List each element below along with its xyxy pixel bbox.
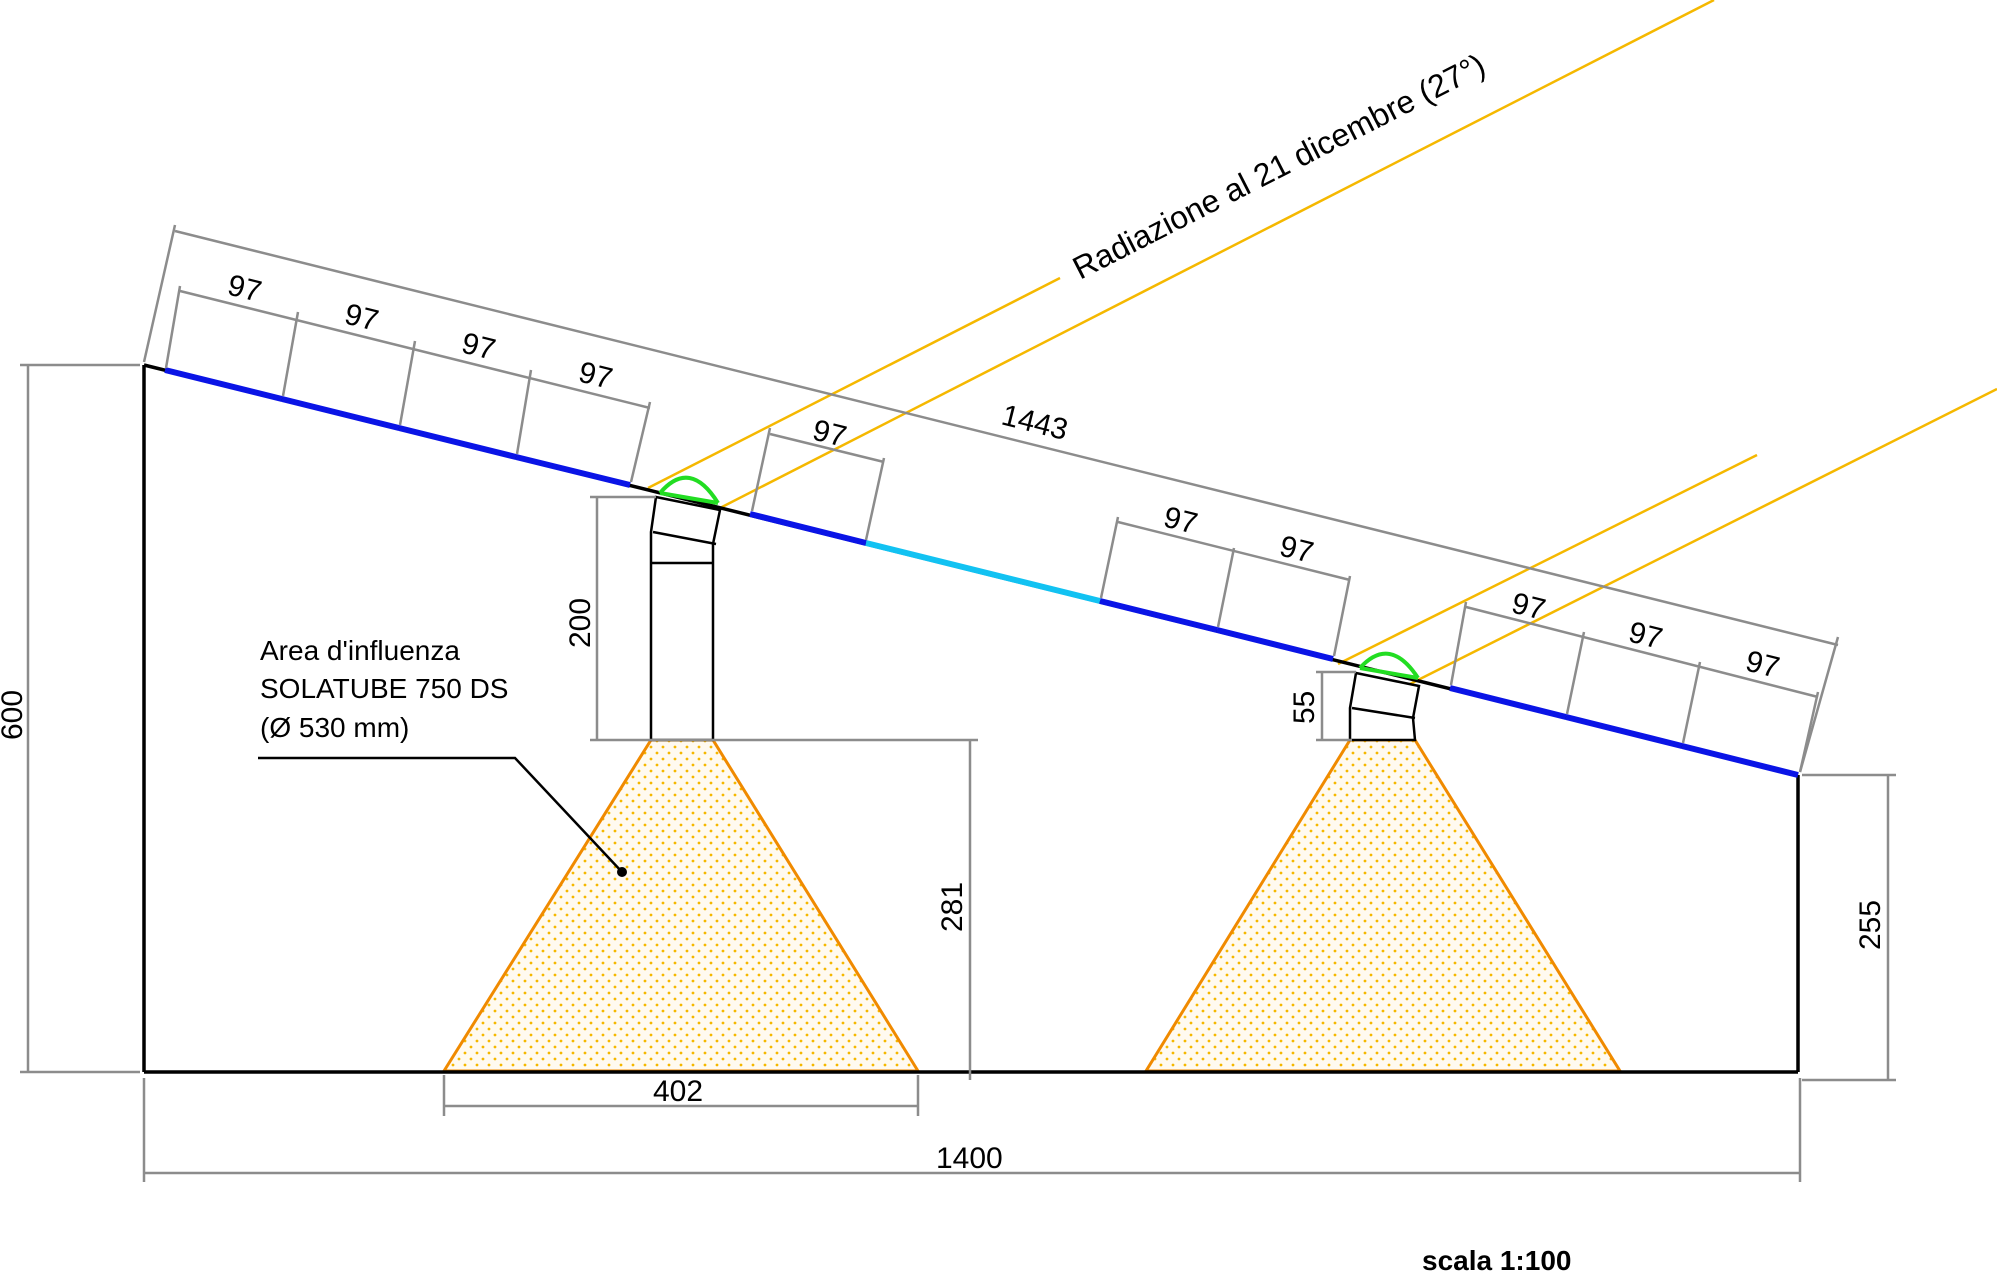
panel-width-label: 97 — [809, 414, 849, 454]
annotation-line-2: SOLATUBE 750 DS — [260, 673, 508, 704]
cone-base-label: 402 — [653, 1075, 703, 1108]
extension-line — [1449, 601, 1468, 686]
solatube-1 — [649, 475, 722, 742]
solar-panel — [281, 396, 400, 431]
panel-width-label: 97 — [1160, 501, 1200, 541]
extension-line — [1565, 631, 1586, 715]
solar-panel — [1449, 685, 1567, 720]
extension-line — [1332, 575, 1352, 657]
solar-panel — [1565, 714, 1683, 749]
annotation-line-1: Area d'influenza — [260, 635, 460, 666]
sun-ray-2 — [719, 0, 1715, 510]
light-cone-2 — [1143, 738, 1623, 1073]
left-height-label: 600 — [0, 690, 29, 740]
extension-line — [1216, 547, 1236, 628]
light-cone-1 — [441, 738, 921, 1073]
panel-width-label: 97 — [458, 327, 498, 367]
extension-line — [398, 340, 417, 426]
panel-width-label: 97 — [224, 269, 264, 309]
sun-ray-1 — [647, 276, 1061, 490]
extension-line — [750, 427, 772, 512]
annotation-leader — [258, 756, 623, 873]
solatube-2 — [1348, 651, 1421, 742]
extension-line — [1099, 516, 1120, 599]
extension-line — [1681, 661, 1702, 744]
solar-panel — [164, 367, 283, 402]
building-width-label: 1400 — [936, 1142, 1003, 1175]
extension-line — [515, 369, 533, 455]
panel-width-label: 97 — [1742, 645, 1782, 685]
annotation-line-3: (Ø 530 mm) — [260, 712, 409, 743]
dome-icon — [658, 475, 720, 505]
dome-icon — [1358, 651, 1420, 680]
solar-panel — [515, 454, 631, 488]
tube2-height-label: 55 — [1288, 691, 1321, 724]
solar-panel — [1099, 598, 1218, 633]
panel-dimension-line — [1465, 605, 1819, 699]
sun-ray-4 — [1409, 387, 1997, 686]
panel-width-label: 97 — [341, 298, 381, 338]
panel-width-label: 97 — [1276, 530, 1316, 570]
panel-dimension-line — [769, 432, 885, 464]
solar-panel — [398, 425, 517, 460]
dimension-lines — [20, 224, 1896, 1182]
solar-panel — [1681, 743, 1799, 778]
extension-line — [281, 311, 300, 397]
extension-line — [629, 401, 652, 483]
solar-panel — [749, 511, 867, 546]
dome-base — [1359, 666, 1419, 680]
roof-dimension-line — [174, 229, 1839, 647]
solar-panel-light — [865, 540, 1101, 604]
sun-rays — [647, 0, 1997, 686]
extension-line — [864, 457, 886, 541]
extension-line — [164, 285, 182, 369]
right-height-label: 255 — [1854, 900, 1887, 950]
tube-elbow-line — [1351, 706, 1416, 720]
tube-body — [1348, 671, 1421, 742]
annotation-leader-dot — [617, 867, 627, 877]
solar-panels — [164, 367, 1799, 778]
sun-ray-3 — [1337, 453, 1758, 666]
scale-label: scala 1:100 — [1422, 1245, 1571, 1272]
cone-height-label: 281 — [936, 882, 969, 932]
extension-line — [142, 224, 177, 363]
tube-elbow-line — [652, 530, 717, 546]
extension-line — [1798, 691, 1820, 773]
panel-width-label: 97 — [575, 356, 615, 396]
tube1-height-label: 200 — [564, 598, 597, 648]
panel-dimension-line — [179, 289, 651, 410]
radiation-title: Radiazione al 21 dicembre (27°) — [1067, 46, 1491, 286]
solar-panel — [1216, 627, 1334, 662]
panel-width-label: 97 — [1625, 616, 1665, 656]
dome-base — [659, 491, 719, 505]
panel-width-label: 97 — [1508, 587, 1548, 627]
